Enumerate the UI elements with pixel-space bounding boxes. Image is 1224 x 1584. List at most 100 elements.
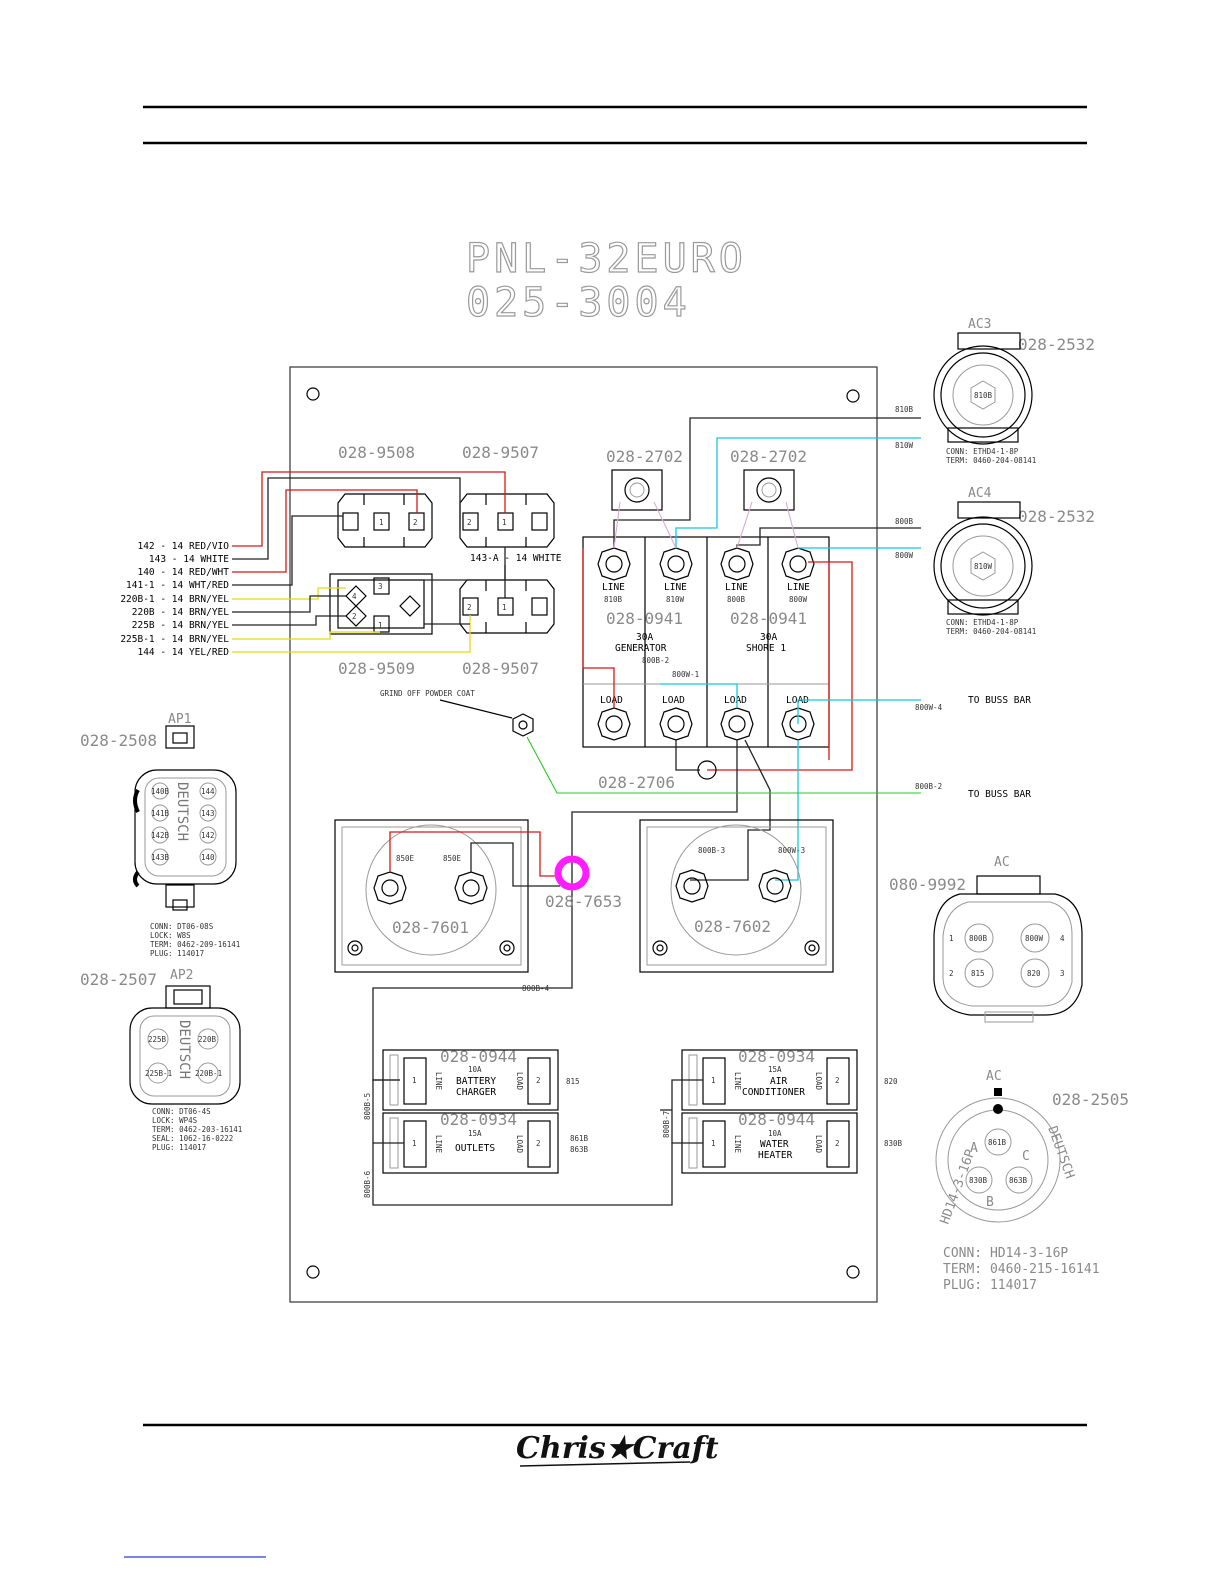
svg-text:A: A bbox=[970, 1141, 978, 1156]
main-wire-runs bbox=[372, 417, 921, 1081]
svg-text:815: 815 bbox=[971, 969, 985, 978]
breaker-9507a-label: 028-9507 bbox=[462, 443, 539, 462]
breaker-9507b: 2 1 bbox=[459, 579, 555, 634]
svg-text:225B: 225B bbox=[148, 1035, 167, 1044]
svg-text:220B-1: 220B-1 bbox=[195, 1069, 222, 1078]
svg-text:142B: 142B bbox=[151, 831, 170, 840]
svg-text:140: 140 bbox=[201, 853, 215, 862]
svg-text:144: 144 bbox=[201, 787, 215, 796]
panel-title: PNL-32EURO bbox=[466, 236, 747, 282]
svg-text:800B: 800B bbox=[969, 934, 988, 943]
panel-outline bbox=[289, 366, 878, 1303]
svg-text:3: 3 bbox=[378, 582, 383, 591]
svg-text:AC3: AC3 bbox=[968, 317, 991, 332]
wire-815-tag: 815 bbox=[566, 1077, 580, 1086]
svg-text:1: 1 bbox=[502, 518, 507, 527]
branch-breaker-water-heater: 1 2 LINE LOAD bbox=[681, 1112, 858, 1174]
mount-hole-tl bbox=[306, 387, 320, 401]
gen-breaker-part: 028-0941 bbox=[606, 609, 683, 628]
meter-7602-wire-a: 800B-3 bbox=[698, 846, 725, 855]
air-cond-name1: AIR bbox=[770, 1076, 787, 1087]
gen-breaker-name: GENERATOR bbox=[615, 643, 667, 654]
svg-text:1: 1 bbox=[502, 603, 507, 612]
svg-text:1: 1 bbox=[412, 1076, 417, 1085]
svg-text:3: 3 bbox=[1060, 969, 1065, 978]
ground-stud-hole bbox=[518, 720, 528, 730]
svg-text:2: 2 bbox=[536, 1076, 541, 1085]
svg-text:2: 2 bbox=[835, 1076, 840, 1085]
svg-text:810B: 810B bbox=[604, 595, 623, 604]
svg-text:2: 2 bbox=[352, 612, 357, 621]
svg-text:225B - 14 BRN/YEL: 225B - 14 BRN/YEL bbox=[132, 620, 230, 631]
svg-text:2: 2 bbox=[467, 603, 472, 612]
current-transformer-7653 bbox=[554, 855, 590, 891]
breaker-2702b-label: 028-2702 bbox=[730, 447, 807, 466]
svg-text:225B-1 - 14 BRN/YEL: 225B-1 - 14 BRN/YEL bbox=[120, 634, 229, 645]
air-cond-part: 028-0934 bbox=[738, 1047, 815, 1066]
svg-text:AC: AC bbox=[986, 1069, 1002, 1084]
grind-leader bbox=[439, 699, 513, 719]
meter-7601 bbox=[334, 819, 529, 973]
svg-text:800W: 800W bbox=[789, 595, 808, 604]
svg-text:144 - 14 YEL/RED: 144 - 14 YEL/RED bbox=[137, 647, 229, 658]
svg-text:141B: 141B bbox=[151, 809, 170, 818]
branch-wire-runs bbox=[372, 1079, 703, 1206]
water-heater-rating: 10A bbox=[768, 1129, 782, 1138]
svg-text:800W: 800W bbox=[1025, 934, 1044, 943]
svg-text:C: C bbox=[1022, 1149, 1030, 1164]
svg-text:1: 1 bbox=[949, 934, 954, 943]
svg-text:LOAD: LOAD bbox=[662, 695, 685, 706]
meter-7602-label: 028-7602 bbox=[694, 917, 771, 936]
connector-ac-2505: AC 028-2505 861B 830B 863B A B C DEUTSCH… bbox=[935, 1069, 1129, 1293]
svg-text:142 - 14 RED/VIO: 142 - 14 RED/VIO bbox=[137, 541, 229, 552]
svg-text:LOCK: W8S: LOCK: W8S bbox=[150, 931, 191, 940]
water-heater-name1: WATER bbox=[760, 1139, 789, 1150]
wire-800b6-tag: 800B-6 bbox=[363, 1170, 372, 1198]
svg-text:800B: 800B bbox=[727, 595, 746, 604]
svg-text:1: 1 bbox=[378, 621, 383, 630]
meter-7601-label: 028-7601 bbox=[392, 918, 469, 937]
bat-charger-name1: BATTERY bbox=[456, 1076, 496, 1087]
svg-text:028-2505: 028-2505 bbox=[1052, 1090, 1129, 1109]
wire-800b2-tag: 800B-2 bbox=[915, 782, 942, 791]
svg-text:220B-1 - 14 BRN/YEL: 220B-1 - 14 BRN/YEL bbox=[120, 594, 229, 605]
bat-charger-part: 028-0944 bbox=[440, 1047, 517, 1066]
svg-text:2: 2 bbox=[835, 1139, 840, 1148]
wire-830b-tag: 830B bbox=[884, 1139, 903, 1148]
connector-ap2: 028-2507 AP2 225B 220B 225B-1 220B-1 DEU… bbox=[80, 968, 242, 1152]
svg-text:810W: 810W bbox=[974, 562, 993, 571]
svg-text:143B: 143B bbox=[151, 853, 170, 862]
svg-text:LINE: LINE bbox=[787, 582, 810, 593]
svg-text:028-2532: 028-2532 bbox=[1018, 507, 1095, 526]
svg-text:2: 2 bbox=[467, 518, 472, 527]
connector-ap1: AP1 028-2508 140B 141B 142B 143B 144 143… bbox=[80, 712, 240, 958]
svg-text:1: 1 bbox=[711, 1139, 716, 1148]
bat-charger-rating: 10A bbox=[468, 1065, 482, 1074]
svg-text:CONN: ETHD4-1-8P: CONN: ETHD4-1-8P bbox=[946, 618, 1019, 627]
svg-text:810B: 810B bbox=[974, 391, 993, 400]
ground-stud bbox=[512, 713, 534, 737]
svg-text:PLUG: 114017: PLUG: 114017 bbox=[943, 1278, 1037, 1293]
connector-ac4: AC4 028-2532 810W CONN: ETHD4-1-8P TERM:… bbox=[933, 486, 1095, 636]
svg-text:863B: 863B bbox=[1009, 1176, 1028, 1185]
svg-text:AC4: AC4 bbox=[968, 486, 992, 501]
svg-text:DEUTSCH: DEUTSCH bbox=[176, 1020, 192, 1079]
meter-7602 bbox=[639, 819, 834, 973]
svg-text:CONN: DT06-4S: CONN: DT06-4S bbox=[152, 1107, 211, 1116]
wire-863b-tag: 863B bbox=[570, 1145, 589, 1154]
svg-text:028-2532: 028-2532 bbox=[1018, 335, 1095, 354]
svg-text:2: 2 bbox=[413, 518, 418, 527]
svg-text:820: 820 bbox=[1027, 969, 1041, 978]
bat-charger-name2: CHARGER bbox=[456, 1087, 496, 1098]
svg-text:028-2507: 028-2507 bbox=[80, 970, 157, 989]
meter-7601-wires bbox=[389, 831, 558, 877]
svg-text:1: 1 bbox=[711, 1076, 716, 1085]
meter-7601-wire-b: 850E bbox=[443, 854, 462, 863]
svg-text:LINE: LINE bbox=[434, 1072, 443, 1091]
wire-800b4-tag: 800B-4 bbox=[522, 984, 550, 993]
mount-hole-br bbox=[846, 1265, 860, 1279]
svg-text:225B-1: 225B-1 bbox=[145, 1069, 172, 1078]
svg-text:140B: 140B bbox=[151, 787, 170, 796]
brand-logo-underline bbox=[519, 1461, 691, 1467]
